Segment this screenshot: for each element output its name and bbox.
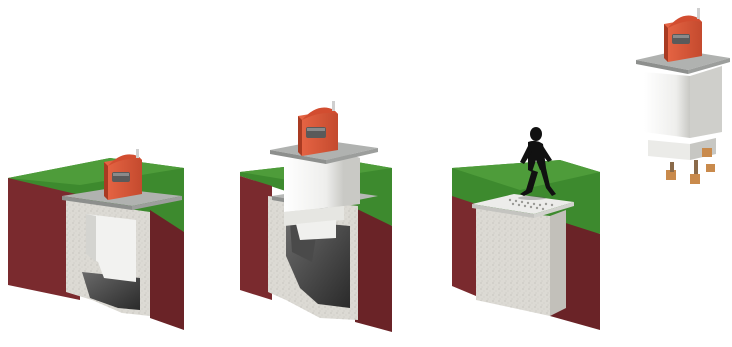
- stage-3-block: [452, 127, 600, 330]
- stage-3-concrete-box: [476, 208, 550, 316]
- stage-3-soil: [452, 196, 476, 296]
- stage-1-orange-unit: [104, 149, 142, 200]
- stage-2-block: [240, 101, 392, 332]
- stage-4-cabinet: [644, 66, 722, 160]
- stage-4-orange-unit: [664, 8, 702, 62]
- stage-4-block: [636, 8, 730, 184]
- stage-2-orange-unit: [298, 101, 338, 156]
- stage-2-soil: [240, 176, 272, 300]
- stage-1-block: [8, 149, 184, 330]
